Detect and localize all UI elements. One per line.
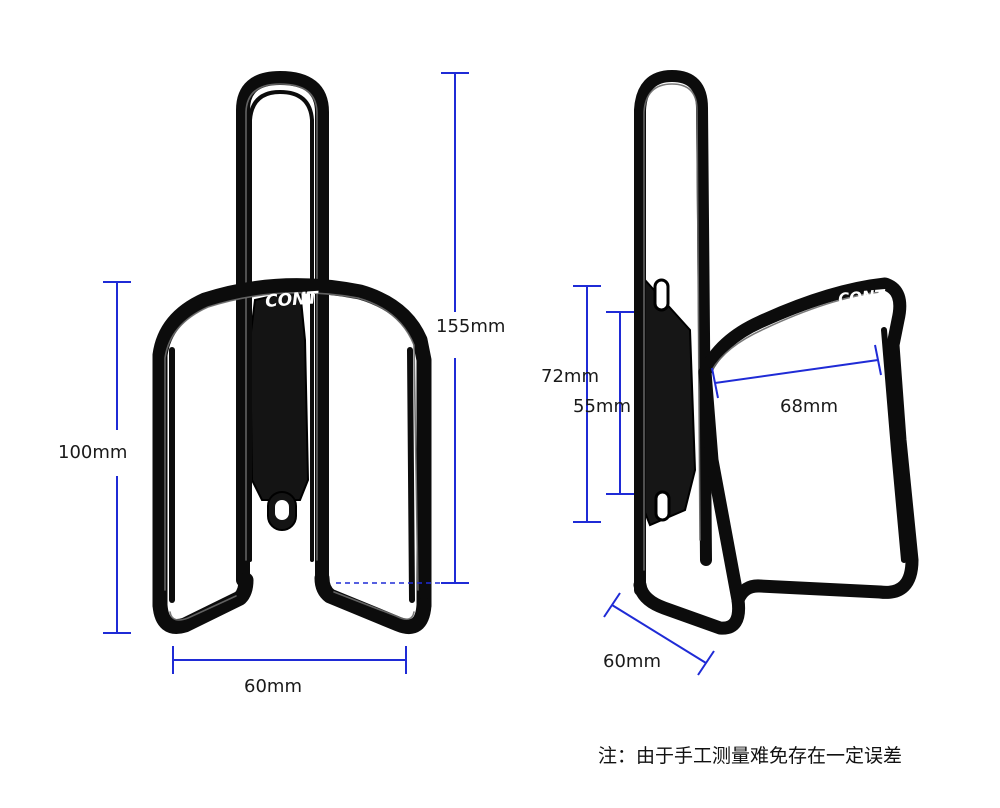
dim-label-100mm: 100mm bbox=[58, 442, 127, 463]
side-mount-plate bbox=[639, 277, 697, 527]
side-cage-front bbox=[698, 277, 919, 607]
front-left-leg bbox=[152, 572, 254, 634]
brand-logo-front: CONT bbox=[265, 288, 320, 312]
side-view-dimensions: 72mm 55mm 68mm 60mm bbox=[541, 285, 882, 676]
dim-label-55mm: 55mm bbox=[573, 396, 631, 417]
measurement-error-note: 注：由于手工测量难免存在一定误差 bbox=[598, 745, 902, 767]
front-right-leg bbox=[314, 570, 432, 635]
side-lower-bolt-slot bbox=[654, 490, 671, 522]
front-cage-arch bbox=[152, 278, 432, 613]
brand-logo-side: CONT bbox=[838, 286, 888, 308]
front-back-loop bbox=[236, 71, 329, 587]
front-mount-plate bbox=[248, 288, 310, 501]
side-view-bottle-cage: CONT bbox=[633, 70, 919, 635]
side-back-loop bbox=[634, 70, 712, 596]
dim-label-front-60mm: 60mm bbox=[244, 676, 302, 697]
dim-label-72mm: 72mm bbox=[541, 366, 599, 387]
front-view-bottle-cage: CONT bbox=[152, 71, 432, 635]
front-view-dimensions: 155mm 100mm 60mm bbox=[58, 72, 505, 697]
side-upper-bolt-slot bbox=[653, 278, 670, 312]
dim-label-side-60mm: 60mm bbox=[603, 651, 661, 672]
dim-label-155mm: 155mm bbox=[436, 316, 505, 337]
dim-label-68mm: 68mm bbox=[780, 396, 838, 417]
